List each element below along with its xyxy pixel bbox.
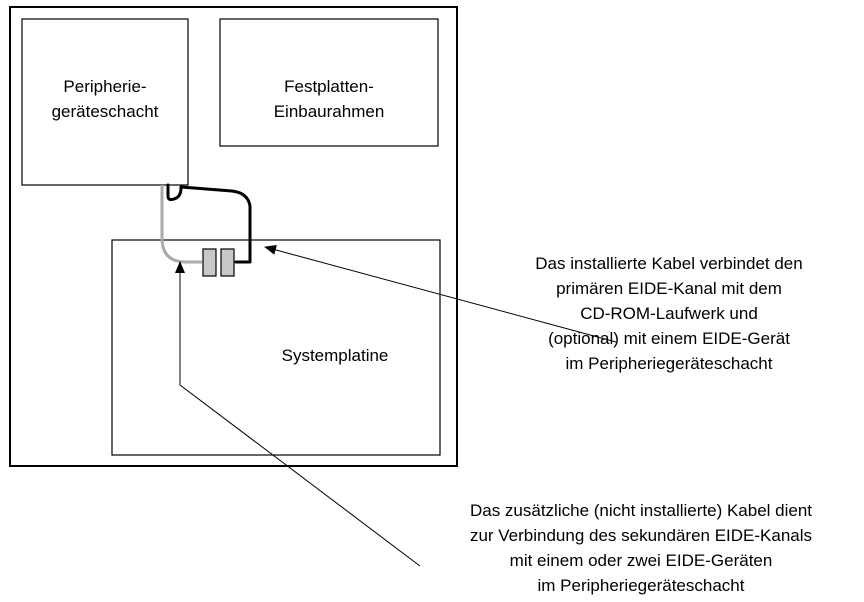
system-board-label-text: Systemplatine — [281, 346, 389, 365]
hdd-frame-label-line-1: Festplatten- — [284, 77, 374, 96]
hdd-frame-box — [219, 18, 439, 147]
installed-cable-callout-line-2: primären EIDE-Kanal mit dem — [556, 279, 782, 298]
hdd-frame-label-line-2: Einbaurahmen — [273, 102, 385, 121]
additional-cable-callout-line-1: Das zusätzliche (nicht installierte) Kab… — [469, 501, 813, 520]
system-board-label: Systemplatine — [230, 343, 440, 368]
additional-cable-callout-line-4: im Peripheriegeräteschacht — [537, 576, 745, 595]
peripheral-bay-label-line-2: geräteschacht — [51, 102, 159, 121]
additional-cable-callout-line-3: mit einem oder zwei EIDE-Geräten — [509, 551, 773, 570]
connector-right — [220, 248, 235, 277]
installed-cable-callout-line-1: Das installierte Kabel verbindet den — [535, 254, 803, 273]
additional-cable-leader — [175, 261, 421, 567]
installed-cable-callout: Das installierte Kabel verbindet den pri… — [497, 251, 841, 376]
installed-cable-callout-line-4: (optional) mit einem EIDE-Gerät — [548, 329, 790, 348]
connector-left — [202, 248, 217, 277]
peripheral-bay-label: Peripherie- geräteschacht — [22, 74, 188, 124]
additional-cable-callout-line-2: zur Verbindung des sekundären EIDE-Kanal… — [469, 526, 813, 545]
installed-cable-callout-line-5: im Peripheriegeräteschacht — [565, 354, 773, 373]
additional-cable — [160, 185, 202, 264]
peripheral-bay-box — [21, 18, 189, 186]
installed-cable-leader — [264, 245, 617, 343]
additional-cable-callout: Das zusätzliche (nicht installierte) Kab… — [422, 498, 860, 598]
hdd-frame-label: Festplatten- Einbaurahmen — [220, 74, 438, 124]
chassis-outline — [9, 6, 458, 467]
peripheral-bay-label-line-1: Peripherie- — [63, 77, 147, 96]
system-board-box — [111, 239, 441, 456]
installed-cable — [166, 183, 252, 264]
installed-cable-callout-line-3: CD-ROM-Laufwerk und — [580, 304, 758, 323]
